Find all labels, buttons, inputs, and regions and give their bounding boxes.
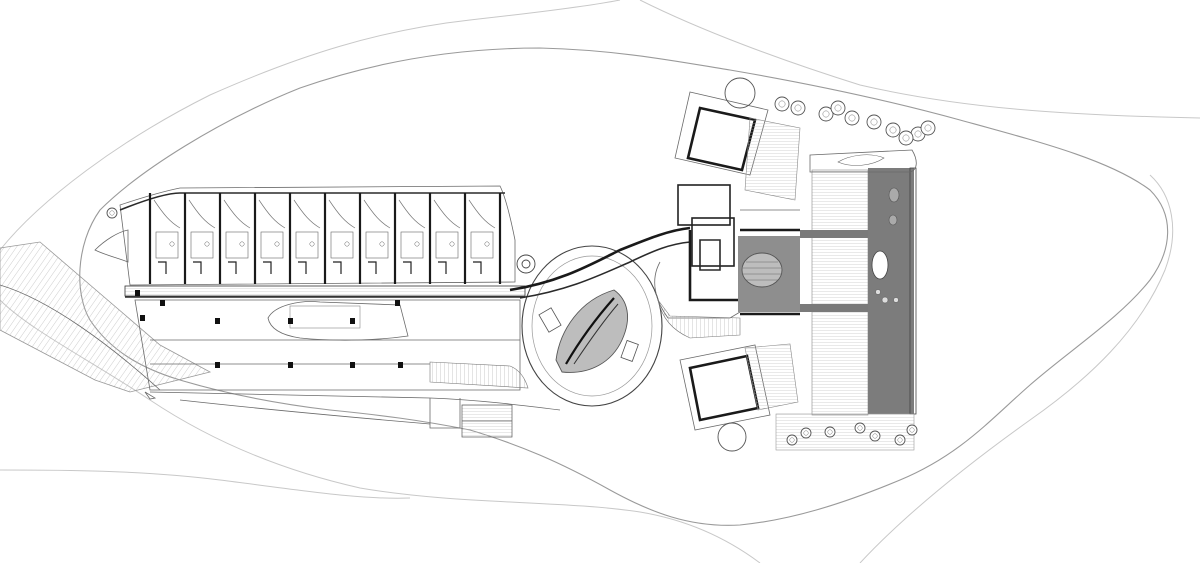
guest-room-bays xyxy=(148,193,502,284)
tree xyxy=(786,434,798,446)
tree xyxy=(800,427,812,439)
tree xyxy=(824,426,836,438)
column xyxy=(288,318,293,324)
structural-columns xyxy=(135,290,403,368)
guest-room-unit xyxy=(463,193,496,284)
guest-room-unit xyxy=(288,193,321,284)
tree xyxy=(830,100,846,116)
reception-block xyxy=(654,184,800,339)
column xyxy=(288,362,293,368)
lower-pavilion xyxy=(679,343,799,452)
guest-corridor xyxy=(124,285,526,298)
column xyxy=(140,315,145,321)
landscape-trees xyxy=(106,96,936,446)
tree xyxy=(885,122,901,138)
tree xyxy=(894,434,906,446)
tree xyxy=(106,207,118,219)
column xyxy=(398,362,403,368)
column xyxy=(350,318,355,324)
column xyxy=(160,300,165,306)
tree xyxy=(854,422,866,434)
service-stair xyxy=(461,404,513,438)
tree xyxy=(898,130,914,146)
guest-room-unit xyxy=(428,193,461,284)
main-terrace xyxy=(809,149,917,415)
tree xyxy=(790,100,806,116)
column xyxy=(215,362,220,368)
guest-room-unit xyxy=(218,193,251,284)
elliptical-drop-off xyxy=(521,245,663,407)
guest-room-unit xyxy=(148,193,181,284)
guest-room-wing xyxy=(94,185,516,286)
tree xyxy=(869,430,881,442)
tree xyxy=(818,106,834,122)
column xyxy=(215,318,220,324)
tree xyxy=(906,424,918,436)
central-deck xyxy=(800,169,869,416)
site-boundary xyxy=(79,47,1169,526)
tree xyxy=(774,96,790,112)
tree xyxy=(920,120,936,136)
access-road xyxy=(149,391,561,429)
inner-courtyard xyxy=(738,236,800,312)
guest-room-unit xyxy=(253,193,286,284)
tree xyxy=(866,114,882,130)
column xyxy=(395,300,400,306)
entry-ramp xyxy=(0,241,212,400)
column xyxy=(350,362,355,368)
guest-room-unit xyxy=(358,193,391,284)
column xyxy=(135,290,140,296)
guest-room-unit xyxy=(183,193,216,284)
guest-room-unit xyxy=(393,193,426,284)
guest-room-unit xyxy=(323,193,356,284)
lower-garden xyxy=(775,413,915,451)
upper-pavilion xyxy=(674,77,801,201)
curved-walkway xyxy=(509,226,691,299)
lobby xyxy=(134,299,529,391)
tree xyxy=(844,110,860,126)
